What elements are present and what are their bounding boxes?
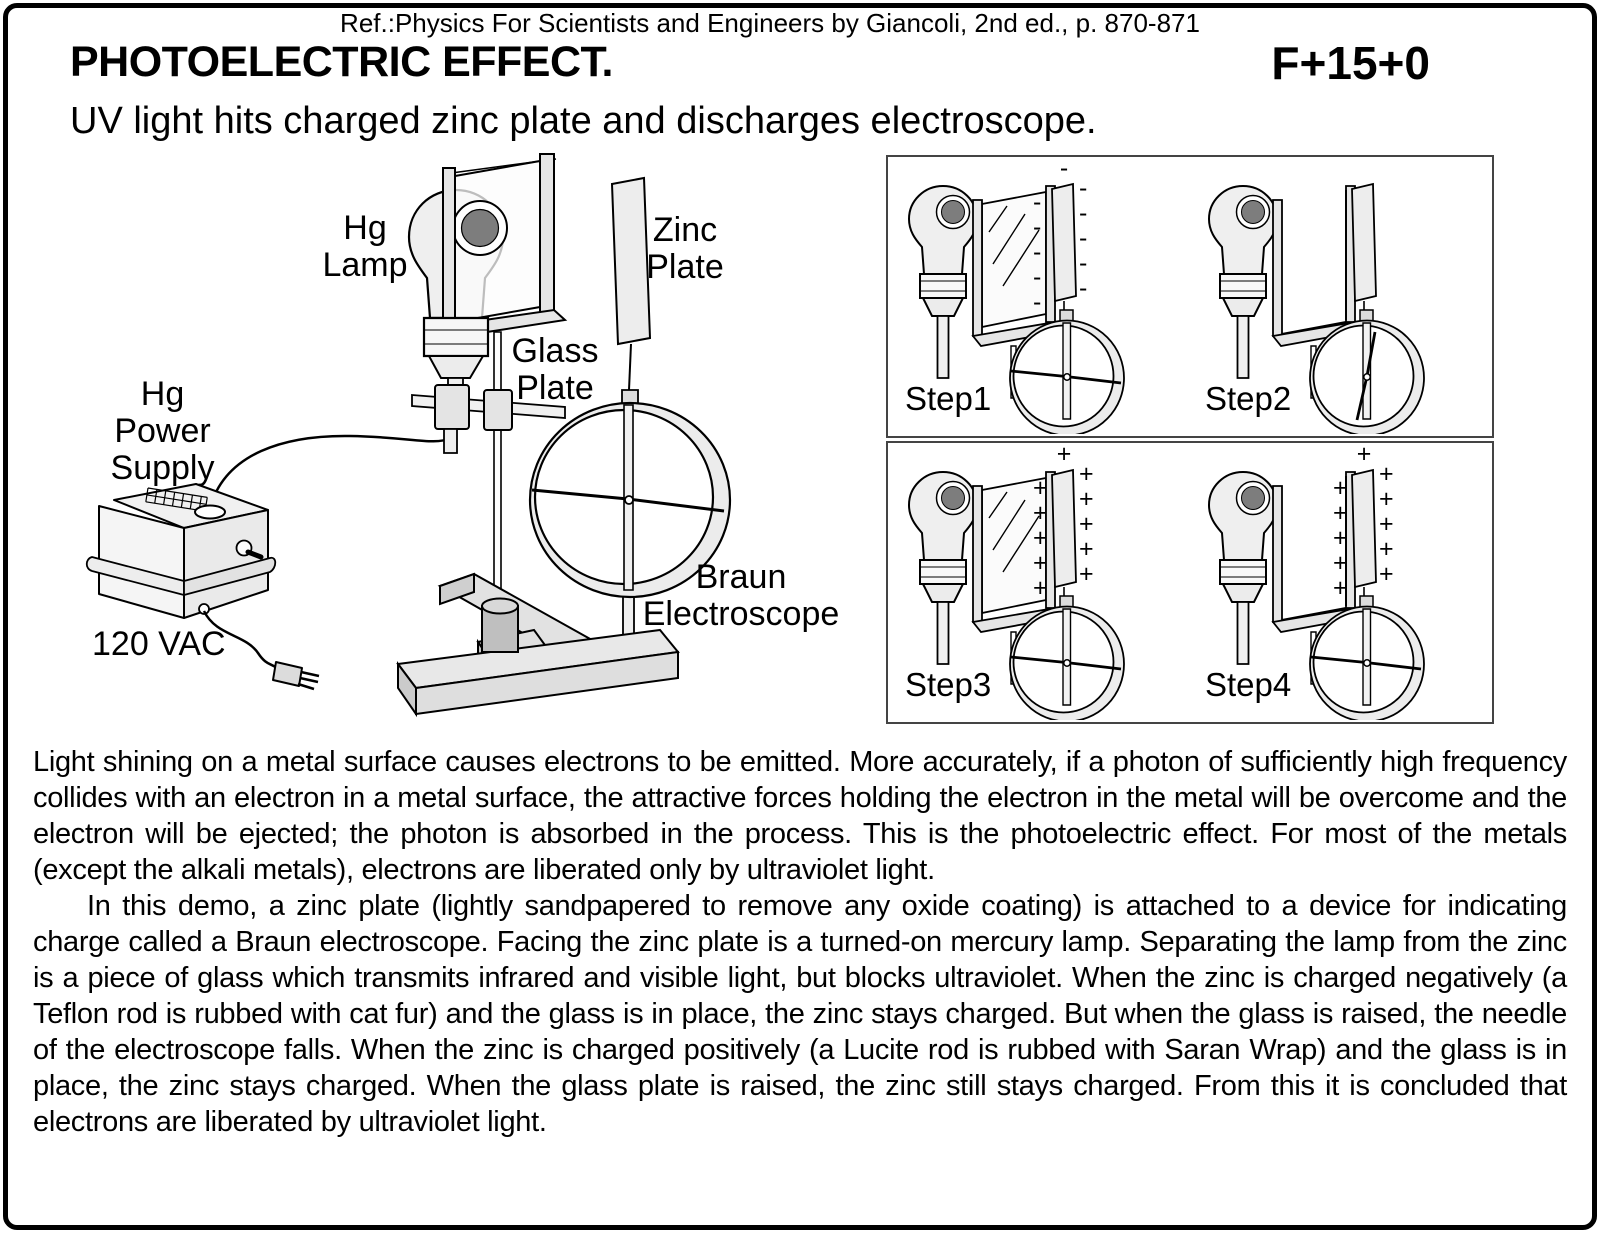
step-4: + + + + + + + + + + + Step4	[1189, 440, 1491, 723]
power-supply-drawing	[87, 484, 319, 689]
step-1: - - - - - - - - - - - Step1	[889, 154, 1191, 437]
charge-signs-right: - - - - -	[1079, 174, 1088, 302]
ac-cord	[204, 611, 277, 668]
subtitle: UV light hits charged zinc plate and dis…	[70, 100, 1097, 142]
power-cord	[210, 436, 452, 508]
steps-panel: - - - - - - - - - - - Step1 Step2	[886, 154, 1494, 724]
step-label: Step3	[905, 666, 992, 703]
charge-signs-left: + + + + +	[1333, 474, 1348, 602]
steps-box-1-2: - - - - - - - - - - - Step1 Step2	[886, 154, 1494, 438]
clamp-assembly	[412, 385, 565, 453]
glass-plate-label: Glass Plate	[511, 332, 599, 407]
braun-electroscope-label: Braun Electroscope	[642, 558, 840, 633]
steps-box-3-4: + + + + + + + + + + + Step3 + + + + + + …	[886, 440, 1494, 724]
zinc-plate-drawing	[612, 178, 650, 405]
120-vac-label: 120 VAC	[92, 625, 226, 663]
glass-plate-drawing	[443, 154, 565, 337]
step-3: + + + + + + + + + + + Step3	[889, 440, 1191, 723]
demo-code: F+15+0	[1271, 37, 1430, 89]
paragraph-2: In this demo, a zinc plate (lightly sand…	[33, 890, 1567, 1138]
step-2: Step2	[1189, 158, 1491, 437]
charge-sign-top: -	[1059, 154, 1069, 182]
step-label: Step1	[905, 380, 992, 417]
charge-sign-top: +	[1356, 440, 1372, 468]
stand-base	[398, 574, 678, 714]
apparatus-diagram: Hg Lamp Glass Plate Zinc Plate Hg Power …	[20, 148, 870, 748]
paragraph-1: Light shining on a metal surface causes …	[33, 746, 1567, 886]
hg-lamp-label: Hg Lamp	[322, 209, 408, 284]
charge-signs-right: + + + + +	[1379, 460, 1394, 588]
hg-power-supply-label: Hg Power Supply	[110, 375, 215, 487]
braun-electroscope-drawing	[530, 403, 730, 597]
charge-signs-left: - - - - -	[1033, 188, 1042, 316]
step-label: Step4	[1205, 666, 1292, 703]
zinc-plate-label: Zinc Plate	[646, 211, 724, 286]
charge-signs-left: + + + + +	[1033, 474, 1048, 602]
apparatus-drawing	[20, 148, 870, 748]
rod-holder-cylinder	[482, 599, 518, 653]
charge-sign-top: +	[1056, 440, 1072, 468]
page-title: PHOTOELECTRIC EFFECT.	[70, 38, 613, 86]
body-text: Light shining on a metal surface causes …	[33, 744, 1567, 1140]
step-label: Step2	[1205, 380, 1292, 417]
ac-plug	[273, 662, 302, 686]
charge-signs-right: + + + + +	[1079, 460, 1094, 588]
reference-line: Ref.:Physics For Scientists and Engineer…	[340, 8, 1200, 38]
